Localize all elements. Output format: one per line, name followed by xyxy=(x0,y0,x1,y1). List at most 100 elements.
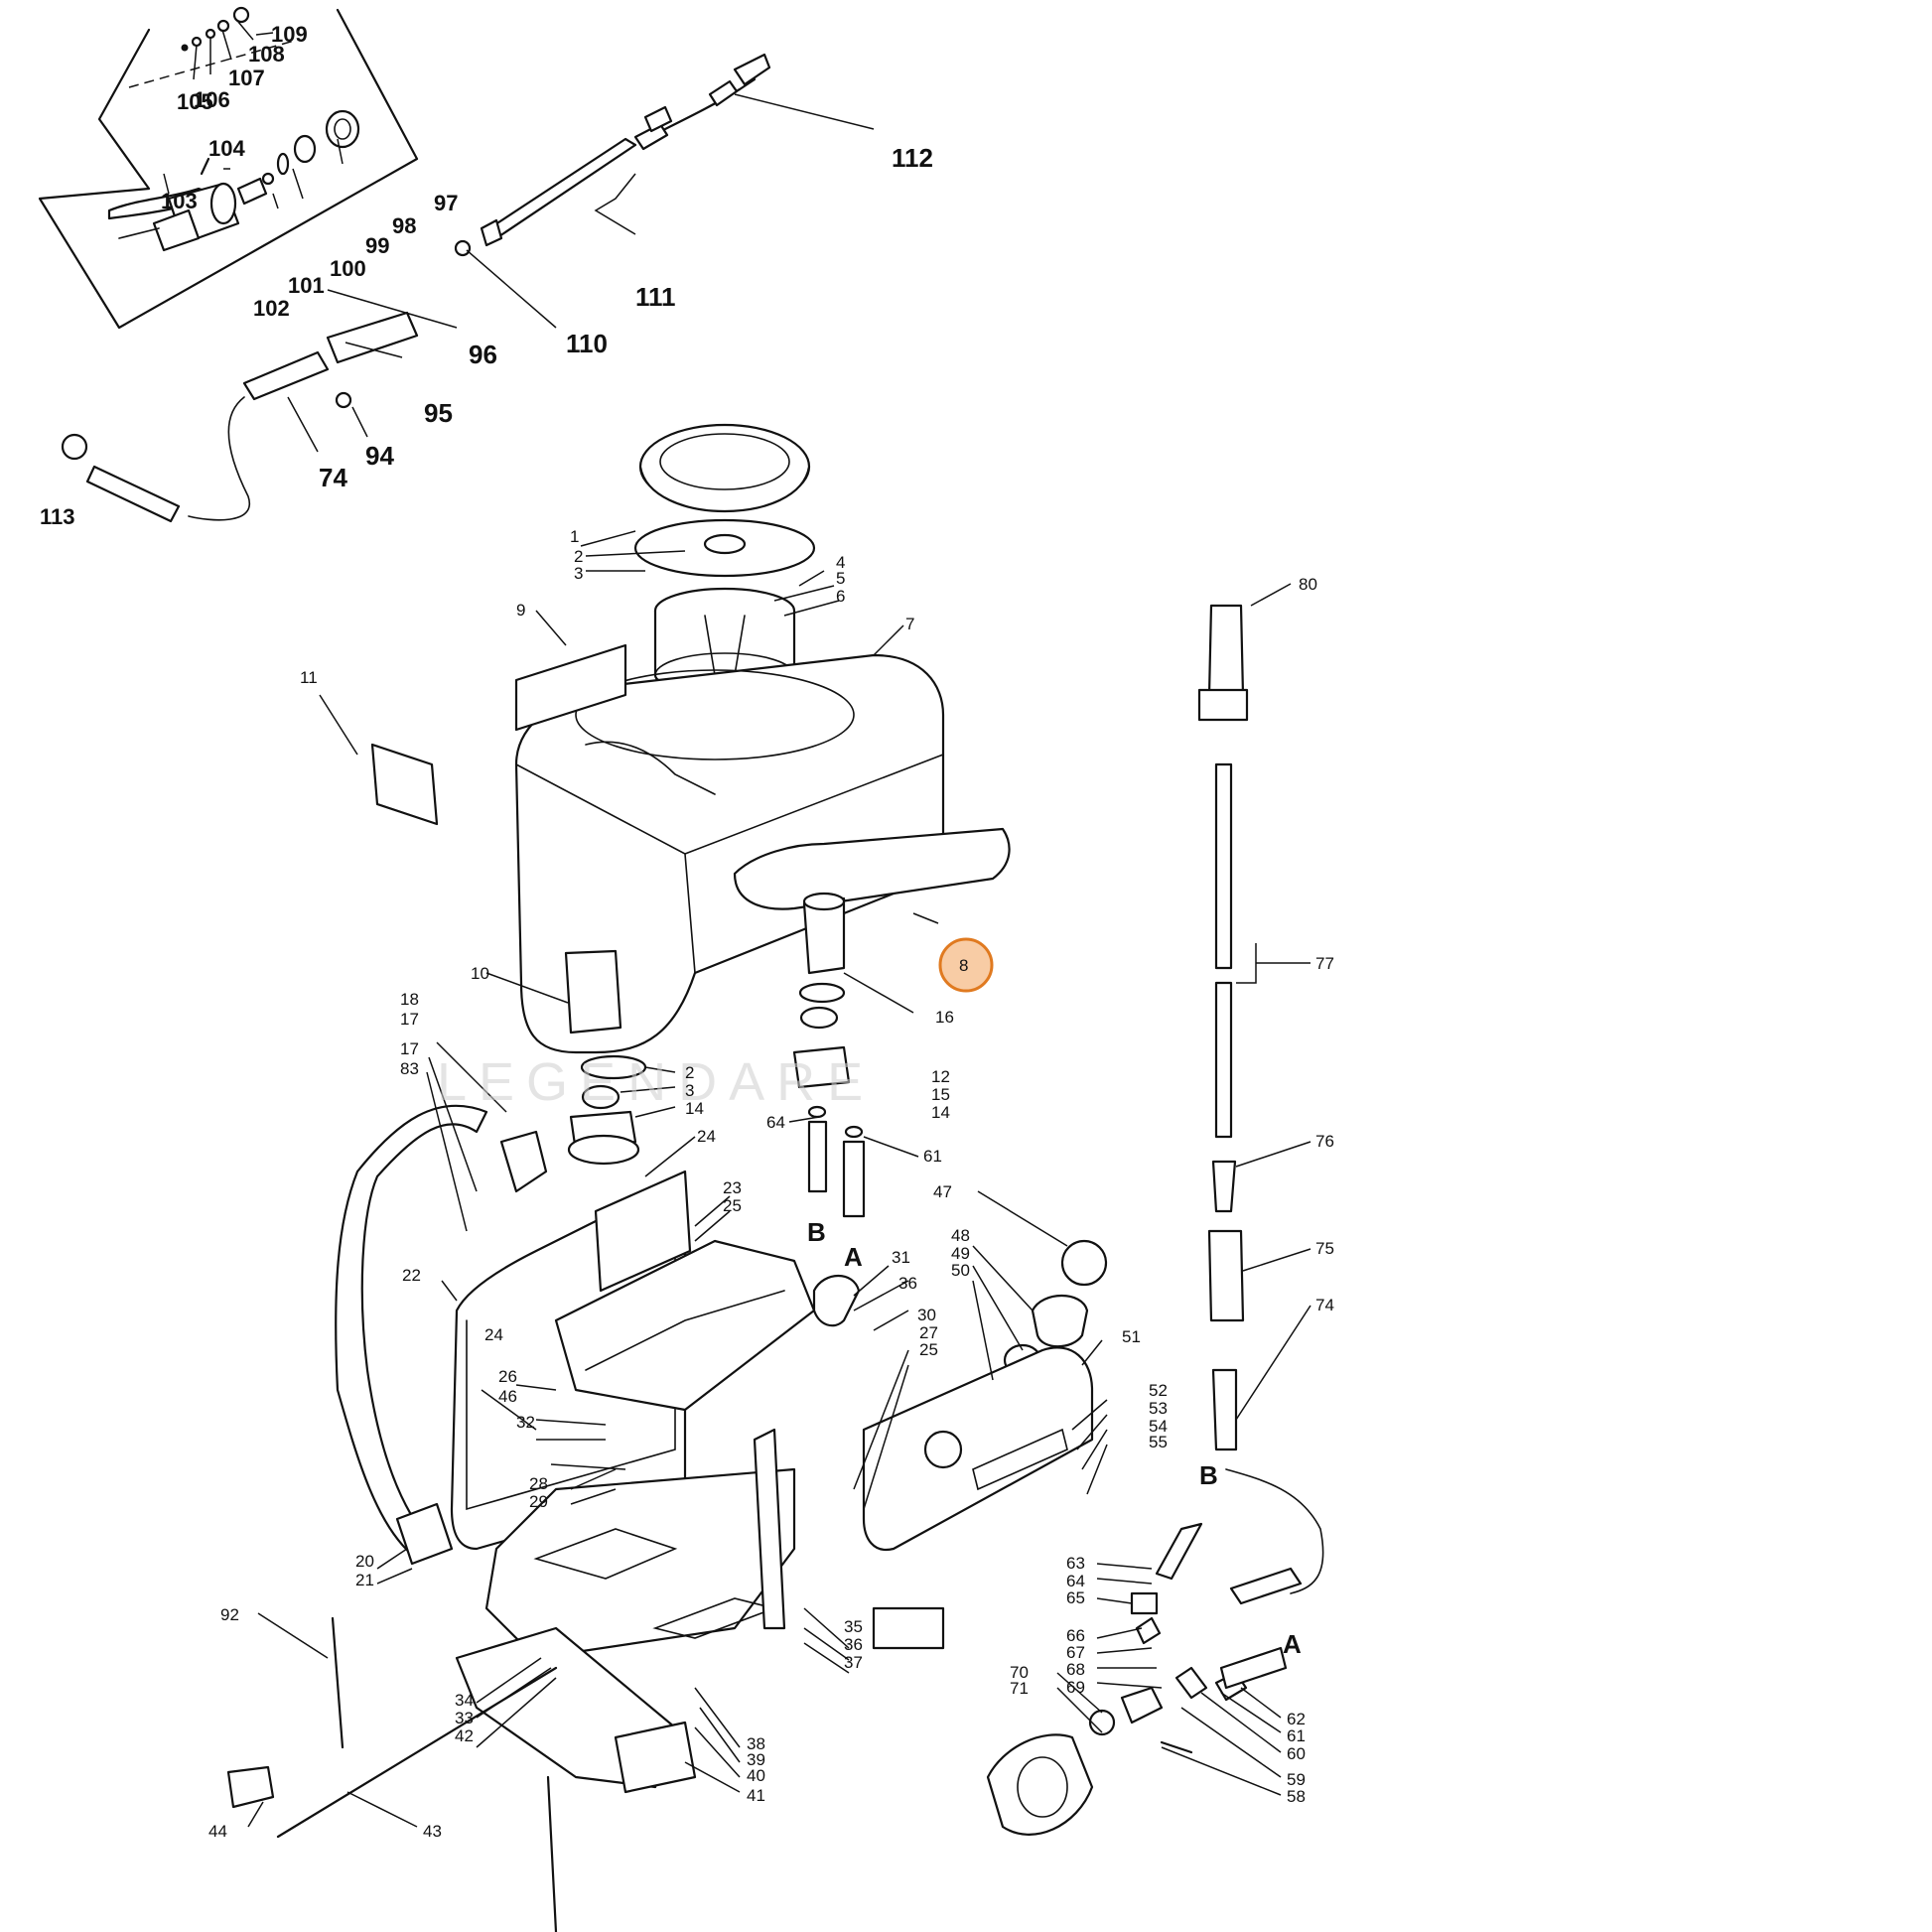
label-17-a[interactable]: 17 xyxy=(400,1010,419,1029)
label-83[interactable]: 83 xyxy=(400,1059,419,1078)
label-14-mid[interactable]: 14 xyxy=(685,1099,704,1118)
label-74-right[interactable]: 74 xyxy=(1315,1296,1334,1314)
label-21[interactable]: 21 xyxy=(355,1571,374,1589)
label-96[interactable]: 96 xyxy=(469,340,497,369)
label-41[interactable]: 41 xyxy=(747,1786,765,1805)
label-66[interactable]: 66 xyxy=(1066,1626,1085,1645)
label-61-mid[interactable]: 61 xyxy=(923,1147,942,1166)
label-58[interactable]: 58 xyxy=(1287,1787,1306,1806)
label-99[interactable]: 99 xyxy=(365,233,389,258)
label-74-top[interactable]: 74 xyxy=(319,463,347,492)
label-B-right[interactable]: B xyxy=(1199,1460,1218,1490)
label-32[interactable]: 32 xyxy=(516,1413,535,1432)
label-108[interactable]: 108 xyxy=(248,42,285,67)
label-54[interactable]: 54 xyxy=(1149,1417,1168,1436)
label-15[interactable]: 15 xyxy=(931,1085,950,1104)
label-94[interactable]: 94 xyxy=(365,441,394,471)
label-8[interactable]: 8 xyxy=(959,956,968,975)
label-35[interactable]: 35 xyxy=(844,1617,863,1636)
label-107[interactable]: 107 xyxy=(228,66,265,90)
label-64-mid[interactable]: 64 xyxy=(766,1113,785,1132)
label-28[interactable]: 28 xyxy=(529,1474,548,1493)
label-48[interactable]: 48 xyxy=(951,1226,970,1245)
label-37[interactable]: 37 xyxy=(844,1653,863,1672)
label-62[interactable]: 62 xyxy=(1287,1710,1306,1728)
label-27[interactable]: 27 xyxy=(919,1323,938,1342)
label-42[interactable]: 42 xyxy=(455,1726,474,1745)
label-40[interactable]: 40 xyxy=(747,1766,765,1785)
label-69[interactable]: 69 xyxy=(1066,1678,1085,1697)
label-11[interactable]: 11 xyxy=(300,668,318,687)
label-23[interactable]: 23 xyxy=(723,1178,742,1197)
label-16[interactable]: 16 xyxy=(935,1008,954,1027)
label-75[interactable]: 75 xyxy=(1315,1239,1334,1258)
label-6[interactable]: 6 xyxy=(836,587,845,606)
label-46[interactable]: 46 xyxy=(498,1387,517,1406)
label-3-mid[interactable]: 3 xyxy=(685,1081,694,1100)
label-1[interactable]: 1 xyxy=(570,527,579,546)
label-63[interactable]: 63 xyxy=(1066,1554,1085,1573)
label-51[interactable]: 51 xyxy=(1122,1327,1141,1346)
label-10[interactable]: 10 xyxy=(471,964,489,983)
label-12[interactable]: 12 xyxy=(931,1067,950,1086)
label-22[interactable]: 22 xyxy=(402,1266,421,1285)
label-24-mid[interactable]: 24 xyxy=(484,1325,503,1344)
label-68[interactable]: 68 xyxy=(1066,1660,1085,1679)
label-2-mid[interactable]: 2 xyxy=(685,1063,694,1082)
label-110[interactable]: 110 xyxy=(566,329,608,358)
label-47[interactable]: 47 xyxy=(933,1182,952,1201)
label-20[interactable]: 20 xyxy=(355,1552,374,1571)
label-36-top[interactable]: 36 xyxy=(898,1274,917,1293)
label-29[interactable]: 29 xyxy=(529,1492,548,1511)
label-98[interactable]: 98 xyxy=(392,213,416,238)
label-64-right[interactable]: 64 xyxy=(1066,1572,1085,1590)
label-39[interactable]: 39 xyxy=(747,1750,765,1769)
label-4-top[interactable]: 4 xyxy=(836,553,845,572)
label-17-b[interactable]: 17 xyxy=(400,1039,419,1058)
label-7[interactable]: 7 xyxy=(905,615,914,633)
label-A-right[interactable]: A xyxy=(1283,1629,1302,1659)
label-113[interactable]: 113 xyxy=(40,504,75,529)
label-95[interactable]: 95 xyxy=(424,398,453,428)
label-44[interactable]: 44 xyxy=(208,1822,227,1841)
label-55[interactable]: 55 xyxy=(1149,1433,1168,1451)
label-70[interactable]: 70 xyxy=(1010,1663,1029,1682)
label-76[interactable]: 76 xyxy=(1315,1132,1334,1151)
label-5[interactable]: 5 xyxy=(836,569,845,588)
label-3-top[interactable]: 3 xyxy=(574,564,583,583)
label-60[interactable]: 60 xyxy=(1287,1744,1306,1763)
label-34[interactable]: 34 xyxy=(455,1691,474,1710)
label-25-mid[interactable]: 25 xyxy=(919,1340,938,1359)
label-53[interactable]: 53 xyxy=(1149,1399,1168,1418)
label-61-right[interactable]: 61 xyxy=(1287,1726,1306,1745)
label-26[interactable]: 26 xyxy=(498,1367,517,1386)
label-111[interactable]: 111 xyxy=(635,282,676,312)
label-52[interactable]: 52 xyxy=(1149,1381,1168,1400)
label-71[interactable]: 71 xyxy=(1010,1679,1029,1698)
label-109[interactable]: 109 xyxy=(271,22,308,47)
label-33[interactable]: 33 xyxy=(455,1709,474,1727)
label-24-top[interactable]: 24 xyxy=(697,1127,716,1146)
label-36-bottom[interactable]: 36 xyxy=(844,1635,863,1654)
label-112[interactable]: 112 xyxy=(892,143,933,173)
label-77[interactable]: 77 xyxy=(1315,954,1334,973)
label-50[interactable]: 50 xyxy=(951,1261,970,1280)
label-59[interactable]: 59 xyxy=(1287,1770,1306,1789)
highlight-marker[interactable] xyxy=(938,937,994,993)
label-18[interactable]: 18 xyxy=(400,990,419,1009)
label-B-mid[interactable]: B xyxy=(807,1217,826,1247)
label-14-right[interactable]: 14 xyxy=(931,1103,950,1122)
label-104[interactable]: 104 xyxy=(208,136,245,161)
label-67[interactable]: 67 xyxy=(1066,1643,1085,1662)
label-25-top[interactable]: 25 xyxy=(723,1196,742,1215)
label-80[interactable]: 80 xyxy=(1299,575,1317,594)
label-102[interactable]: 102 xyxy=(253,296,290,321)
label-31[interactable]: 31 xyxy=(892,1248,910,1267)
label-97[interactable]: 97 xyxy=(434,191,458,215)
label-43[interactable]: 43 xyxy=(423,1822,442,1841)
label-100[interactable]: 100 xyxy=(330,256,366,281)
label-92[interactable]: 92 xyxy=(220,1605,239,1624)
label-105[interactable]: 105 xyxy=(177,89,213,114)
label-65[interactable]: 65 xyxy=(1066,1588,1085,1607)
label-38[interactable]: 38 xyxy=(747,1734,765,1753)
